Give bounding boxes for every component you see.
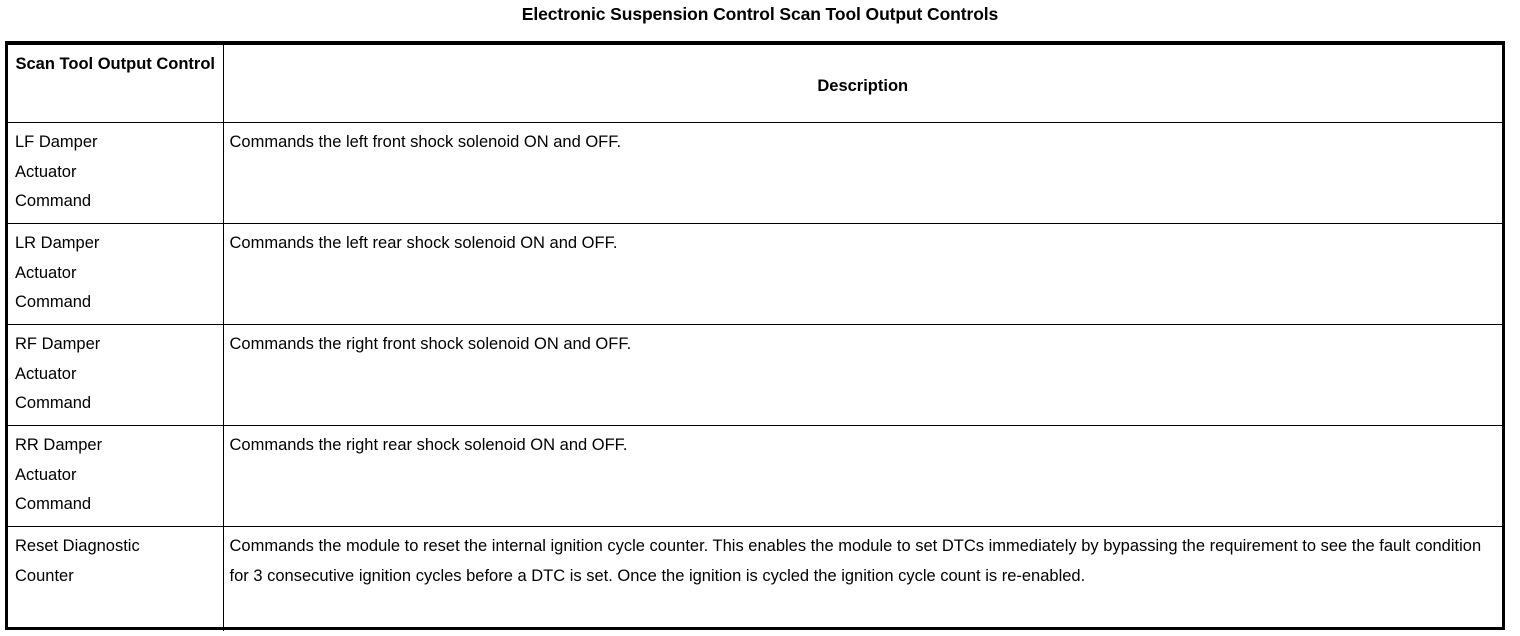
table-row: LR Damper Actuator Command Commands the …: [8, 223, 1502, 325]
data-table: Scan Tool Output Control Description LF …: [8, 44, 1502, 631]
cell-description: Commands the left rear shock solenoid ON…: [222, 223, 1502, 325]
table-row: Reset Diagnostic Counter Commands the mo…: [8, 526, 1502, 631]
table-header-row: Scan Tool Output Control Description: [8, 44, 1502, 123]
control-name-text: LF Damper Actuator Command: [15, 133, 98, 210]
column-header-scan-tool-output-control: Scan Tool Output Control: [8, 44, 224, 123]
description-text: Commands the right rear shock solenoid O…: [229, 436, 628, 454]
column-header-scan-tool-output-control-label: Scan Tool Output Control: [15, 55, 216, 73]
description-text: Commands the right front shock solenoid …: [229, 335, 632, 353]
column-header-description: Description: [222, 44, 1502, 123]
cell-description: Commands the module to reset the interna…: [222, 526, 1502, 631]
cell-description: Commands the right rear shock solenoid O…: [222, 425, 1502, 527]
cell-control-name: LR Damper Actuator Command: [8, 223, 224, 325]
page-title: Electronic Suspension Control Scan Tool …: [521, 4, 999, 24]
cell-control-name: RF Damper Actuator Command: [8, 324, 224, 426]
cell-control-name: Reset Diagnostic Counter: [8, 526, 224, 631]
table-row: RF Damper Actuator Command Commands the …: [8, 324, 1502, 426]
scan-tool-output-controls-table: Scan Tool Output Control Description LF …: [5, 41, 1505, 631]
table-row: RR Damper Actuator Command Commands the …: [8, 425, 1502, 527]
control-name-text: RR Damper Actuator Command: [15, 436, 103, 513]
control-name-text: Reset Diagnostic Counter: [15, 537, 140, 585]
cell-control-name: LF Damper Actuator Command: [8, 122, 224, 224]
column-header-description-label: Description: [817, 77, 909, 95]
cell-description: Commands the left front shock solenoid O…: [222, 122, 1502, 224]
cell-description: Commands the right front shock solenoid …: [222, 324, 1502, 426]
description-text: Commands the module to reset the interna…: [229, 537, 1482, 585]
cell-control-name: RR Damper Actuator Command: [8, 425, 224, 527]
table-row: LF Damper Actuator Command Commands the …: [8, 122, 1502, 224]
description-text: Commands the left front shock solenoid O…: [229, 133, 622, 151]
table-header: Scan Tool Output Control Description: [8, 44, 1502, 123]
control-name-text: RF Damper Actuator Command: [15, 335, 101, 412]
table-body: LF Damper Actuator Command Commands the …: [8, 122, 1502, 631]
description-text: Commands the left rear shock solenoid ON…: [229, 234, 618, 252]
control-name-text: LR Damper Actuator Command: [15, 234, 100, 311]
